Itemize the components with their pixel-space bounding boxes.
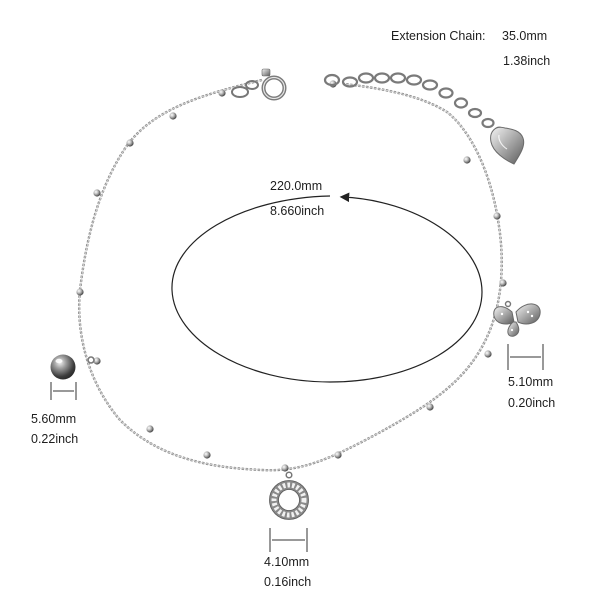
circumference-mm: 220.0mm <box>270 179 323 193</box>
butterfly-charm-inch: 0.20inch <box>508 396 556 410</box>
ball-dimension-marker <box>50 382 77 400</box>
circle-charm-mm: 4.10mm <box>264 555 310 569</box>
chain-beads <box>76 80 507 472</box>
extension-chain <box>323 72 504 136</box>
extension-chain-label: Extension Chain: <box>391 29 486 43</box>
ball-charm <box>50 354 95 380</box>
butterfly-dimension-marker <box>507 344 544 370</box>
extension-chain-inch: 1.38inch <box>503 54 551 68</box>
heart-tag-icon <box>490 126 525 165</box>
butterfly-charm-mm: 5.10mm <box>508 375 554 389</box>
ball-charm-inch: 0.22inch <box>31 432 79 446</box>
ball-charm-mm: 5.60mm <box>31 412 77 426</box>
circumference-inch: 8.660inch <box>270 204 325 218</box>
box-chain <box>78 78 503 472</box>
extension-chain-mm: 35.0mm <box>502 29 548 43</box>
circumference-diagram <box>171 192 483 383</box>
spring-ring-clasp <box>231 68 287 101</box>
butterfly-charm <box>493 300 541 337</box>
circle-dimension-marker <box>269 528 308 552</box>
circle-charm <box>269 471 309 520</box>
circle-charm-inch: 0.16inch <box>264 575 312 589</box>
